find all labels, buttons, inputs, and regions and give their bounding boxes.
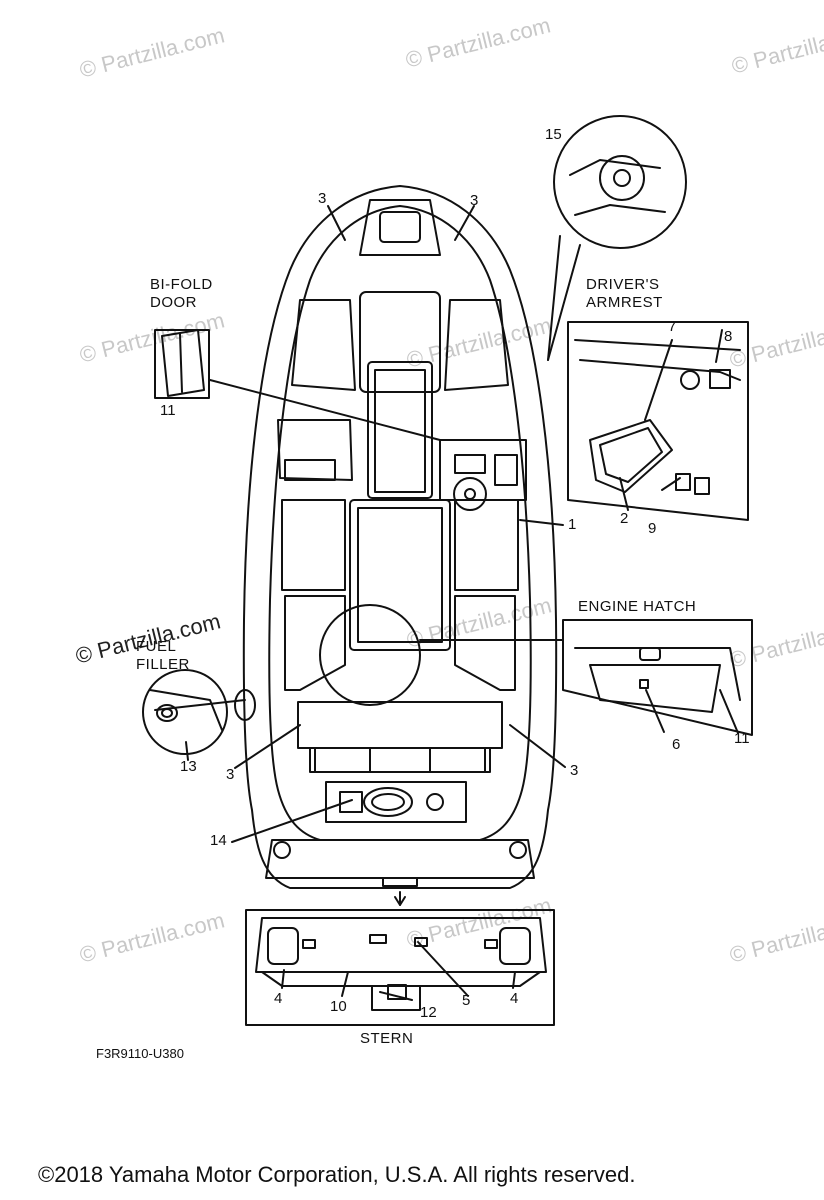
bow-locker xyxy=(359,199,441,256)
callout-7: 7 xyxy=(668,318,677,335)
hull-inner-rail xyxy=(268,205,532,841)
floor-hatch xyxy=(349,499,451,651)
callout-3: 3 xyxy=(226,766,235,783)
callout-10: 10 xyxy=(330,998,347,1015)
callout-6: 6 xyxy=(672,736,681,753)
callout-4: 4 xyxy=(274,990,283,1007)
callout-3: 3 xyxy=(570,762,579,779)
callout-9: 9 xyxy=(648,520,657,537)
bow-walkway xyxy=(359,291,441,393)
engine-hatch-label: ENGINE HATCH xyxy=(578,598,697,615)
side-seat-left xyxy=(281,499,346,591)
engine-hatch-inset xyxy=(562,619,753,736)
engine-hatch-callout-circle xyxy=(319,604,421,706)
helm-inset xyxy=(553,115,687,249)
callout-2: 2 xyxy=(620,510,629,527)
bow-seat-right xyxy=(444,299,509,391)
callout-11: 11 xyxy=(160,402,176,419)
callout-13: 13 xyxy=(180,758,197,775)
callout-4: 4 xyxy=(510,990,519,1007)
diagram-code: F3R9110-U380 xyxy=(96,1046,184,1061)
passenger-console xyxy=(277,419,353,481)
bow-seat-left xyxy=(291,299,356,391)
armrest-inset xyxy=(567,321,749,521)
aft-sunpad xyxy=(297,701,503,749)
callout-5: 5 xyxy=(462,992,471,1009)
callout-3: 3 xyxy=(318,190,327,207)
stern-inset xyxy=(245,909,555,1026)
callout-14: 14 xyxy=(210,832,227,849)
callout-3: 3 xyxy=(470,192,479,209)
walkthrough-hatch xyxy=(367,361,433,499)
swim-platform xyxy=(265,839,535,879)
callout-8: 8 xyxy=(724,328,733,345)
fuel-filler-inset xyxy=(142,669,256,761)
bifold-door-inset xyxy=(154,329,210,399)
side-seat-right xyxy=(454,499,519,591)
callout-15: 15 xyxy=(545,126,562,143)
steering-wheel xyxy=(453,477,487,511)
driver-console xyxy=(439,439,527,501)
callout-11: 11 xyxy=(734,730,750,747)
transom-panel xyxy=(325,781,467,823)
hull-outline xyxy=(242,185,558,889)
callout-12: 12 xyxy=(420,1004,437,1021)
callout-1: 1 xyxy=(568,516,577,533)
copyright-notice: ©2018 Yamaha Motor Corporation, U.S.A. A… xyxy=(38,1162,636,1187)
stern-label: STERN xyxy=(360,1030,414,1047)
